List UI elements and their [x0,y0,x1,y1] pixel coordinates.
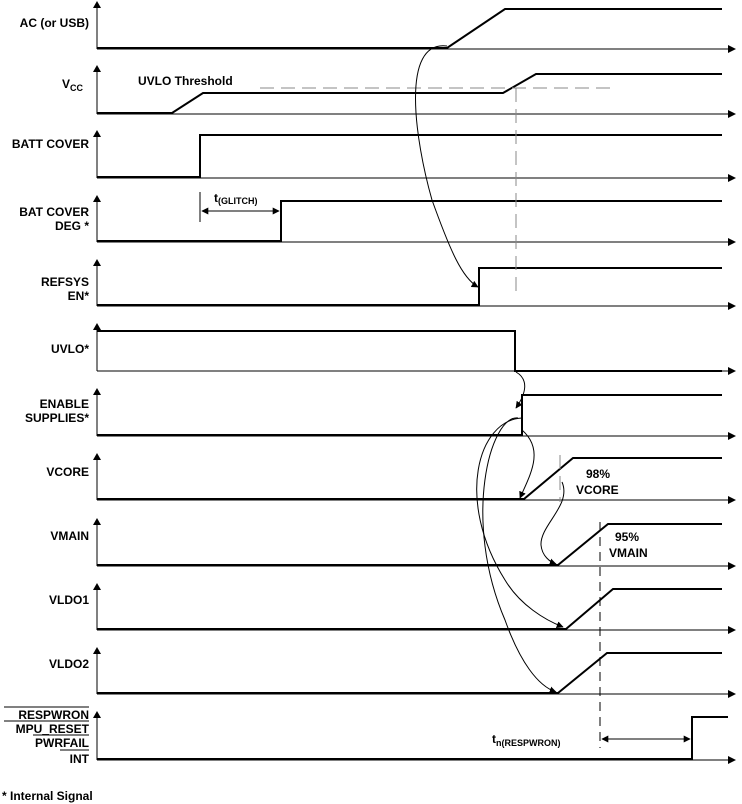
causality-arrows [415,45,565,694]
label-vcc: VCC [62,77,84,93]
waveform-refsys-en [97,267,722,306]
label-uvlo: UVLO* [51,342,89,356]
arrow-ac-to-refsys [415,45,479,288]
reference-lines [260,87,610,748]
label-bat-cover-deg-line2: DEG * [55,219,89,233]
label-batt-cover: BATT COVER [12,137,89,151]
axis-respwron [93,711,736,764]
waveform-vldo2 [97,652,722,694]
axis-vldo1 [93,583,736,634]
vcore-98pct-label: 98% [586,467,610,481]
axes [93,1,736,764]
label-int: INT [70,752,90,766]
t-glitch-label: t(GLITCH) [214,191,258,206]
waveform-batt-cover [97,134,722,178]
axis-vcc [93,65,736,118]
label-reset-group: RESPWRON MPU_RESET PWRFAIL INT [4,706,90,766]
label-ac: AC (or USB) [20,16,89,30]
label-respwron: RESPWRON [18,708,89,722]
timing-intervals [199,192,691,743]
vmain-95pct-name: VMAIN [609,546,648,560]
label-vldo2: VLDO2 [49,657,89,671]
waveform-vmain [97,523,722,566]
waveforms [97,8,728,760]
waveform-vcc [97,73,722,114]
annotations: UVLO Threshold t(GLITCH) 98% VCORE 95% V… [2,74,648,803]
waveform-respwron [97,716,728,760]
label-vldo1: VLDO1 [49,593,89,607]
axis-bat-cover-deg [93,195,736,246]
waveform-vcore [97,457,722,500]
label-vmain: VMAIN [50,529,89,543]
label-enable-supplies-line1: ENABLE [40,397,89,411]
waveform-ac [97,8,722,49]
label-refsys-en-line2: EN* [68,289,90,303]
vcore-98pct-name: VCORE [576,483,619,497]
axis-vldo2 [93,647,736,698]
arrow-vcore-to-vmain [540,481,565,566]
label-vcore: VCORE [46,465,89,479]
axis-vcore [93,453,736,504]
axis-refsys-en [93,259,736,310]
signal-labels: AC (or USB) VCC BATT COVER BAT COVER DEG… [4,16,90,766]
label-refsys-en-line1: REFSYS [41,275,89,289]
arrow-enable-to-vldo2 [482,417,557,694]
footnote: * Internal Signal [2,789,93,803]
label-bat-cover-deg-line1: BAT COVER [19,205,89,219]
t-respwron-label: tn(RESPWRON) [492,732,561,748]
waveform-vldo1 [97,588,722,630]
waveform-enable-supplies [97,394,722,436]
waveform-bat-cover-deg [97,200,722,242]
label-pwrfail: PWRFAIL [35,736,89,750]
axis-vmain [93,518,736,570]
vmain-95pct-label: 95% [615,530,639,544]
arrow-enable-to-vcore [519,429,535,499]
uvlo-threshold-label: UVLO Threshold [138,74,233,88]
label-mpu-reset: MPU_RESET [16,722,90,736]
label-enable-supplies-line2: SUPPLIES* [25,411,89,425]
waveform-uvlo [97,330,722,372]
arrow-uvlo-to-enable [515,371,526,409]
arrow-enable-to-vldo1 [476,417,564,628]
axis-batt-cover [93,130,736,182]
